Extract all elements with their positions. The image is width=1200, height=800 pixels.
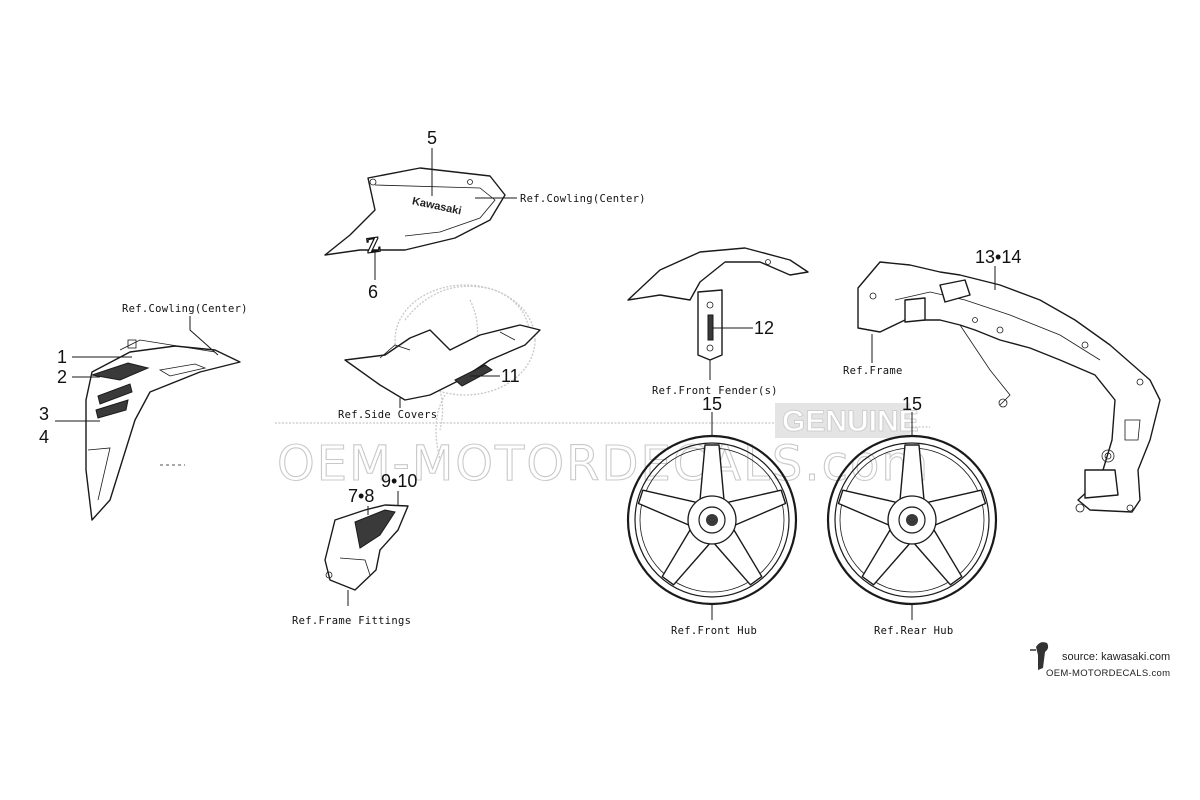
ref-cowling-center-left: Ref.Cowling(Center) <box>122 303 248 315</box>
ref-rear-hub: Ref.Rear Hub <box>874 625 953 637</box>
callout-2: 2 <box>57 367 67 387</box>
callout-1: 1 <box>57 347 67 367</box>
callout-11: 11 <box>501 366 520 386</box>
front-wheel-spokes <box>637 444 787 586</box>
ref-front-hub: Ref.Front Hub <box>671 625 757 637</box>
helmet-head-icon <box>1030 642 1049 670</box>
callout-6: 6 <box>368 282 378 302</box>
z-decal-text: Z <box>364 231 382 258</box>
leader-lines-1-4 <box>55 356 132 422</box>
front-wheel-part <box>626 434 798 606</box>
ref-frame-fittings: Ref.Frame Fittings <box>292 615 411 627</box>
genuine-badge-text: GENUINE <box>782 405 919 438</box>
callout-12: 12 <box>754 318 774 338</box>
ref-side-covers: Ref.Side Covers <box>338 409 437 421</box>
callout-13-14: 13•14 <box>975 247 1021 267</box>
callout-3: 3 <box>39 404 49 424</box>
source-credit: source: kawasaki.com OEM-MOTORDECALS.com <box>1030 642 1170 679</box>
side-cowling-part <box>85 339 241 521</box>
genuine-badge <box>775 403 910 438</box>
ref-frame: Ref.Frame <box>843 365 903 377</box>
source-text: source: kawasaki.com <box>1062 651 1170 663</box>
callout-9-10: 9•10 <box>381 471 417 491</box>
callout-5: 5 <box>427 128 437 148</box>
tank-cover-part: Kawasaki Z <box>324 167 506 259</box>
watermark-logo-icon <box>394 284 536 461</box>
callout-4: 4 <box>39 427 49 447</box>
front-fender-part <box>627 247 809 361</box>
rear-wheel-part <box>826 434 998 606</box>
callout-7-8: 7•8 <box>348 486 374 506</box>
ref-cowling-center-top: Ref.Cowling(Center) <box>520 193 646 205</box>
frame-part <box>857 261 1161 513</box>
ref-front-fender: Ref.Front Fender(s) <box>652 385 778 397</box>
side-cover-part <box>344 324 541 401</box>
callout-15-rear: 15 <box>902 394 922 414</box>
callout-15-front: 15 <box>702 394 722 414</box>
watermark: OEM-MOTORDECALS.com GENUINE <box>275 284 930 493</box>
watermark-text: OEM-MOTORDECALS.com <box>277 436 930 492</box>
frame-fitting-part <box>324 504 409 591</box>
source-site-text: OEM-MOTORDECALS.com <box>1046 668 1170 679</box>
